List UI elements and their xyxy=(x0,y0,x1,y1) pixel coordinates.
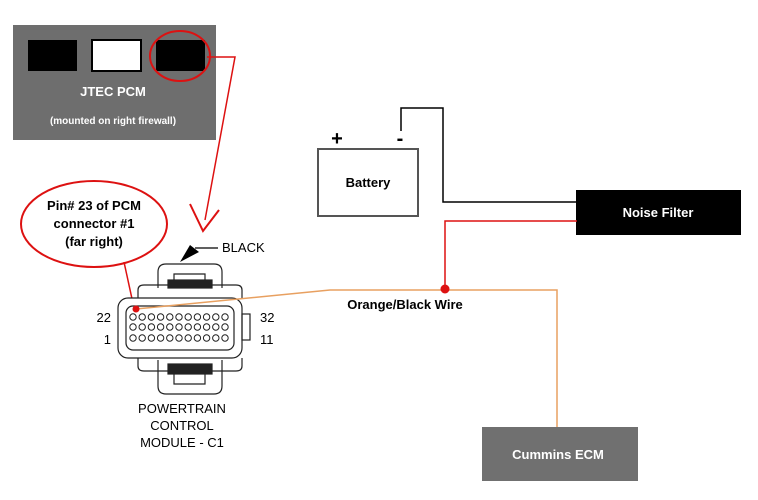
pcm-connector-c1 xyxy=(117,247,251,395)
pin-label-11: 11 xyxy=(260,332,274,347)
callout-line3: (far right) xyxy=(65,234,123,249)
red-wire xyxy=(444,220,577,288)
connector-caption-line1: POWERTRAIN xyxy=(138,401,226,416)
connector-pin xyxy=(221,334,229,342)
battery-label: Battery xyxy=(346,175,392,190)
connector-caption-line3: MODULE - C1 xyxy=(140,435,224,450)
pin-label-1: 1 xyxy=(104,332,111,347)
connector-pins xyxy=(129,313,229,342)
pin-label-22: 22 xyxy=(97,310,111,325)
connector-pin xyxy=(129,334,137,342)
connector-pin xyxy=(184,334,192,342)
callout-ellipse xyxy=(20,180,168,268)
jtec-pcm-module: JTEC PCM (mounted on right firewall) xyxy=(13,25,216,140)
connector-pin xyxy=(166,323,174,331)
connector-pin xyxy=(147,313,156,321)
connector-pin xyxy=(184,323,192,331)
connector-pin xyxy=(156,334,165,342)
connector-pin xyxy=(212,313,220,321)
noise-filter: Noise Filter xyxy=(576,190,741,235)
pin-23-dot xyxy=(132,305,140,313)
noise-filter-label: Noise Filter xyxy=(623,205,694,220)
wire-label: Orange/Black Wire xyxy=(347,297,462,312)
ground-wire xyxy=(400,107,577,203)
connector-pin xyxy=(166,334,174,342)
pin-callout: Pin# 23 of PCM connector #1 (far right) xyxy=(20,180,168,309)
connector-pin xyxy=(166,313,174,321)
connector-pin xyxy=(202,323,211,331)
pin-label-32: 32 xyxy=(260,310,274,325)
connector-pin xyxy=(175,323,183,331)
battery-box xyxy=(317,148,419,217)
splice-dot xyxy=(440,284,450,294)
battery: Battery + - xyxy=(317,128,419,217)
connector-pin xyxy=(184,313,192,321)
pcm-connector-left xyxy=(28,40,77,71)
connector-pin xyxy=(193,313,202,321)
connector-pin xyxy=(147,323,156,331)
pointer-arrowhead xyxy=(189,203,220,233)
connector-pin xyxy=(212,334,220,342)
ecm-label: Cummins ECM xyxy=(512,447,604,462)
connector-pin xyxy=(202,313,211,321)
connector-pin xyxy=(138,323,146,331)
connector-pin xyxy=(129,323,137,331)
battery-minus: - xyxy=(397,128,404,150)
connector-pin xyxy=(193,334,202,342)
connector-pin xyxy=(221,313,229,321)
pcm-connector-middle xyxy=(91,39,142,72)
pcm-connector-highlight xyxy=(149,30,211,82)
connector-pin xyxy=(138,313,146,321)
ecm-box xyxy=(482,427,638,481)
cummins-ecm: Cummins ECM xyxy=(482,427,638,481)
connector-pin xyxy=(212,323,220,331)
callout-line2: connector #1 xyxy=(54,216,135,231)
connector-pin xyxy=(175,313,183,321)
connector-pin xyxy=(138,334,146,342)
connector-pin xyxy=(175,334,183,342)
connector-pin xyxy=(147,334,156,342)
black-label: BLACK xyxy=(222,240,265,255)
connector-pin xyxy=(156,313,165,321)
noise-filter-box xyxy=(576,190,741,235)
connector-pin xyxy=(156,323,165,331)
pointer-line xyxy=(189,56,236,233)
black-label-arrow xyxy=(180,245,199,262)
connector-pin xyxy=(193,323,202,331)
pcm-title: JTEC PCM xyxy=(80,84,146,99)
connector-pin xyxy=(221,323,229,331)
callout-line1: Pin# 23 of PCM xyxy=(47,198,141,213)
connector-pin xyxy=(129,313,137,321)
battery-plus: + xyxy=(331,128,343,150)
connector-caption-line2: CONTROL xyxy=(150,418,214,433)
connector-pin xyxy=(202,334,211,342)
pcm-subtitle: (mounted on right firewall) xyxy=(50,116,176,127)
pcm-connector-right xyxy=(156,40,205,71)
